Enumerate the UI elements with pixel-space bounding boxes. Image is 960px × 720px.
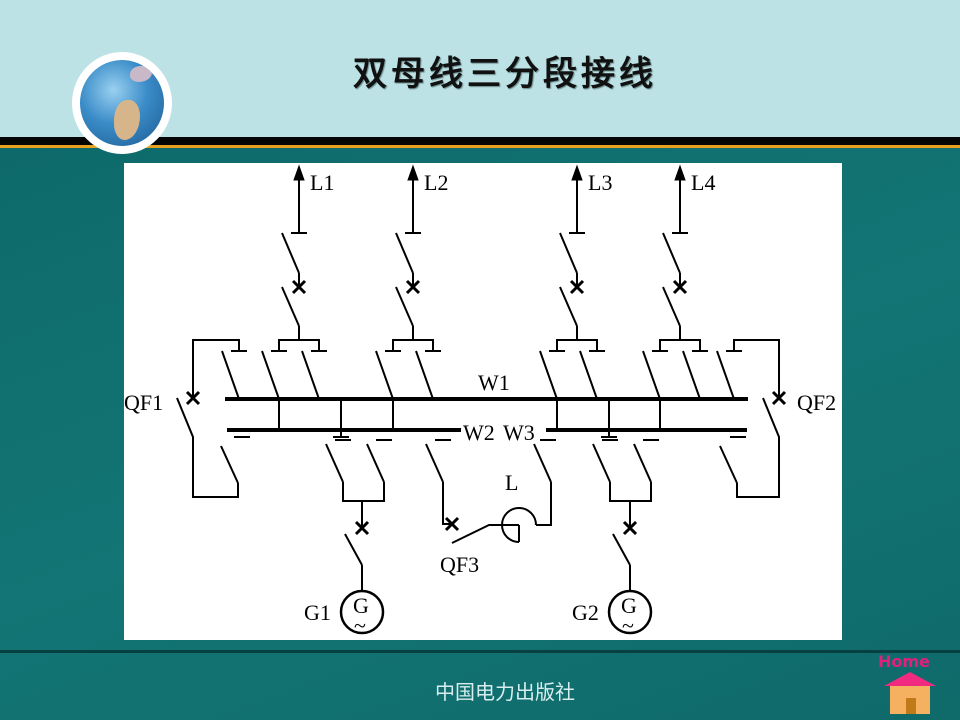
switch-blade <box>344 533 363 566</box>
feeder-fork <box>659 326 701 351</box>
switch-blade <box>395 232 414 274</box>
breaker-x-mark <box>354 520 370 536</box>
footer-divider <box>0 650 960 653</box>
breaker-x-mark <box>622 520 638 536</box>
qf2-wire <box>736 397 780 498</box>
arrow-up-icon <box>407 164 419 181</box>
switch-blade <box>719 445 738 484</box>
house-icon <box>890 686 930 714</box>
switch-blade <box>261 350 280 400</box>
generators <box>339 589 653 635</box>
feeder-fork <box>278 326 320 351</box>
label-l1: L1 <box>310 170 334 195</box>
switch-blade <box>281 232 300 274</box>
label-g1: G1 <box>304 600 331 625</box>
switch-blade <box>682 350 701 400</box>
reactor-wire <box>536 482 552 526</box>
label-qf1: QF1 <box>124 390 163 415</box>
breaker-x-mark <box>185 390 201 406</box>
switch-blade <box>612 533 631 566</box>
label-w2: W2 <box>463 420 495 445</box>
g2-symbol-text: G <box>621 593 637 618</box>
breaker-x-mark <box>291 279 307 295</box>
qf1-wire <box>192 339 240 398</box>
switch-blade <box>221 350 240 400</box>
reactor-icon <box>501 507 537 543</box>
wiring <box>176 172 780 591</box>
switch-blade <box>533 443 552 483</box>
qf3-wire <box>442 482 452 525</box>
gen-bay-wire <box>342 482 385 528</box>
label-qf2: QF2 <box>797 390 836 415</box>
arrow-up-icon <box>293 164 305 181</box>
switch-blade <box>662 232 681 274</box>
label-g2: G2 <box>572 600 599 625</box>
header-divider <box>0 137 960 145</box>
house-roof-icon <box>884 672 936 686</box>
switch-blade <box>633 443 652 483</box>
generator-g2-symbol <box>607 589 653 635</box>
g1-symbol-text: G <box>353 593 369 618</box>
switch-blade <box>375 350 394 400</box>
home-button[interactable]: Home <box>876 652 940 716</box>
arrow-up-icon <box>571 164 583 181</box>
label-reactor: L <box>505 470 518 495</box>
switch-blade <box>716 350 735 400</box>
label-l3: L3 <box>588 170 612 195</box>
breaker-marks <box>185 279 787 536</box>
switch-blade <box>425 443 444 483</box>
diagram-canvas: L1 L2 L3 L4 W1 W2 W3 QF1 QF2 QF3 L G1 G2… <box>124 163 842 640</box>
globe-logo-icon <box>72 52 172 154</box>
switch-blade <box>281 286 300 327</box>
slide-title: 双母线三分段接线 <box>353 54 657 94</box>
qf1-wire <box>176 397 239 498</box>
qf2-wire <box>733 339 780 398</box>
switch-blade <box>301 350 320 400</box>
switch-blade <box>579 350 598 400</box>
switch-blade <box>366 443 385 483</box>
switch-blade <box>559 232 578 274</box>
double-bus-three-section-diagram: L1 L2 L3 L4 W1 W2 W3 QF1 QF2 QF3 L G1 G2… <box>124 164 836 638</box>
feeder-fork <box>556 326 598 351</box>
generator-g1-symbol <box>339 589 385 635</box>
switch-blade <box>539 350 558 400</box>
qf3-blade <box>451 524 519 544</box>
arrow-up-icon <box>674 164 686 181</box>
label-w3: W3 <box>503 420 535 445</box>
switch-blade <box>415 350 434 400</box>
feeder-arrows <box>293 164 686 181</box>
g1-wave: ~ <box>354 613 366 638</box>
label-l2: L2 <box>424 170 448 195</box>
switch-blade <box>220 445 239 484</box>
gen-bay-wire <box>609 482 652 528</box>
feeder-fork <box>392 326 434 351</box>
publisher-text: 中国电力出版社 <box>435 680 575 704</box>
home-label: Home <box>878 652 930 671</box>
label-l4: L4 <box>691 170 715 195</box>
label-w1: W1 <box>478 370 510 395</box>
switch-blade <box>395 286 414 327</box>
breaker-x-mark <box>569 279 585 295</box>
switch-blade <box>662 286 681 327</box>
switch-blade <box>325 443 344 483</box>
breaker-x-mark <box>405 279 421 295</box>
switch-blade <box>592 443 611 483</box>
breaker-x-mark <box>672 279 688 295</box>
busbars <box>225 397 748 432</box>
label-qf3: QF3 <box>440 552 479 577</box>
breaker-x-mark <box>444 516 460 532</box>
header-accent-line <box>0 145 960 148</box>
switch-blade <box>559 286 578 327</box>
switch-blade <box>642 350 661 400</box>
g2-wave: ~ <box>622 613 634 638</box>
breaker-x-mark <box>771 390 787 406</box>
